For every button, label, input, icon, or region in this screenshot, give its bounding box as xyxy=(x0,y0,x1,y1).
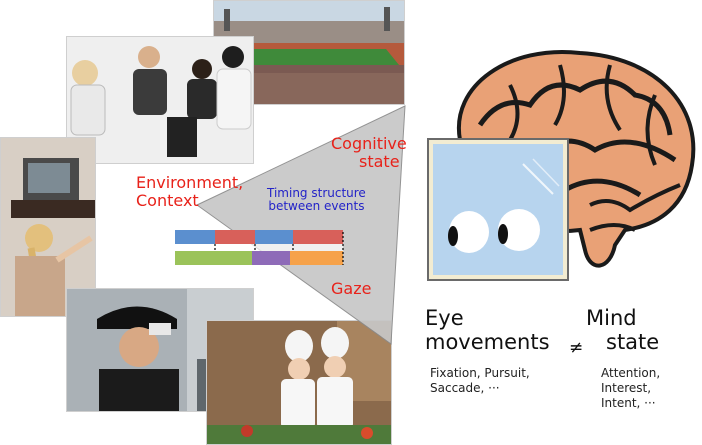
eye-movement-type: Fixation, Pursuit, xyxy=(430,366,530,380)
environment-text: Environment, xyxy=(136,173,244,192)
mind-state-types: Attention, Interest, Intent, ··· xyxy=(601,366,660,411)
state-text: state xyxy=(359,151,400,171)
eye-movements-label: Eye movements xyxy=(425,306,550,354)
bar-segment-red-2 xyxy=(293,230,343,244)
eyes-window xyxy=(427,138,569,281)
bar-segment-red-1 xyxy=(215,230,255,244)
timing-structure-text: Timing structure xyxy=(267,186,366,200)
bar-segment-green xyxy=(175,251,252,265)
context-text: Context xyxy=(136,190,199,210)
right-eye-icon xyxy=(498,209,540,251)
mind-state-label: Mind state xyxy=(586,306,660,354)
tv-viewer-photo xyxy=(0,137,96,317)
mind-state-type: Attention, xyxy=(601,366,661,380)
cognitive-state-label: Cognitive state xyxy=(331,135,407,171)
cognitive-text: Cognitive xyxy=(331,134,407,153)
eye-movement-types: Fixation, Pursuit, Saccade, ··· xyxy=(430,366,530,396)
movements-text: movements xyxy=(425,329,550,354)
meeting-photo xyxy=(66,36,254,164)
between-events-text: between events xyxy=(268,199,365,214)
bar-segment-blue-1 xyxy=(175,230,215,244)
bar-segment-orange xyxy=(290,251,343,265)
mind-text: Mind xyxy=(586,306,637,330)
timing-structure-label: Timing structure between events xyxy=(267,186,366,214)
bar-segment-blue-2 xyxy=(255,230,293,244)
eye-text: Eye xyxy=(425,306,464,330)
eye-movement-type: Saccade, ··· xyxy=(430,381,500,395)
environment-context-label: Environment, Context xyxy=(136,174,243,210)
mind-state-type: Interest, xyxy=(601,381,652,395)
mind-state-type: Intent, ··· xyxy=(601,396,656,410)
timeline-bars xyxy=(175,230,344,265)
gaze-label: Gaze xyxy=(331,279,372,298)
bar-segment-purple xyxy=(252,251,290,265)
not-equal-sign: ≠ xyxy=(569,338,584,358)
state-text-right: state xyxy=(606,329,660,354)
left-eye-icon xyxy=(448,211,489,253)
